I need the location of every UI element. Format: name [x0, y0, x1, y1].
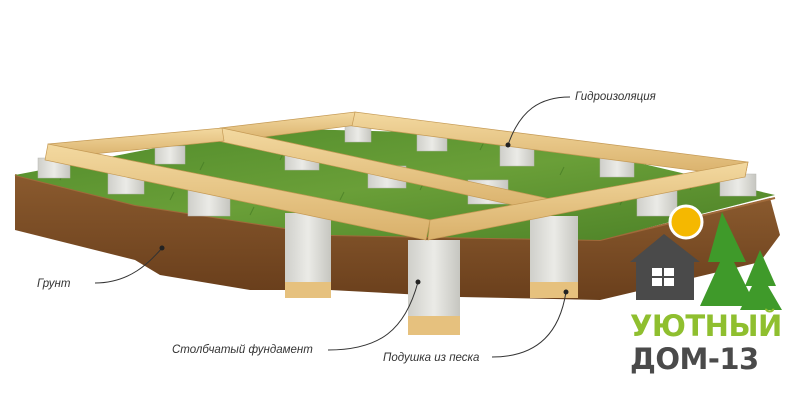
- logo-text-line2: ДОМ-13: [630, 342, 759, 376]
- timber-frame: [44, 111, 749, 241]
- house-icon: [630, 234, 700, 300]
- sun-icon: [668, 204, 704, 240]
- leader-dots: [159, 142, 569, 295]
- leader-lines: [94, 96, 571, 358]
- tree-icon: [700, 212, 756, 306]
- label-sand-cushion: Подушка из песка: [383, 352, 480, 364]
- logo-mark: [630, 204, 782, 310]
- pillars-front: [285, 213, 578, 335]
- label-column-foundation: Столбчатый фундамент: [172, 344, 313, 356]
- label-waterproofing: Гидроизоляция: [575, 91, 656, 103]
- label-soil: Грунт: [37, 278, 71, 290]
- logo-text-line1: УЮТНЫЙ: [630, 309, 782, 343]
